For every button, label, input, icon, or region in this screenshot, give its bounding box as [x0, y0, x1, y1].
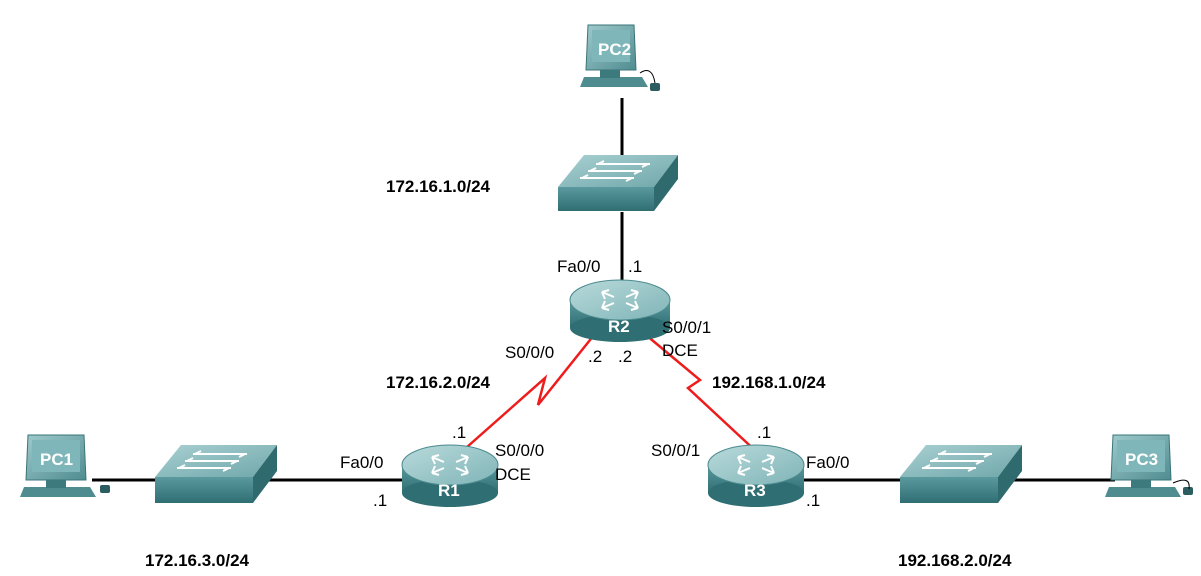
r1-fa0-0-label: Fa0/0: [340, 453, 383, 472]
router-r3[interactable]: R3: [707, 444, 805, 507]
pc1-device[interactable]: PC1: [20, 434, 110, 497]
r3-s-ip: .1: [757, 423, 771, 442]
r1-fa0-0-ip: .1: [373, 491, 387, 510]
serial-link-r1-r2: [457, 329, 599, 456]
r2-label: R2: [608, 317, 630, 336]
switch-r1-lan[interactable]: [155, 445, 277, 503]
r2-fa0-0-ip: .1: [628, 257, 642, 276]
pc3-device[interactable]: PC3: [1105, 434, 1193, 497]
r2-s0-0-0-label: S0/0/0: [505, 343, 554, 362]
r3-s0-0-1-label: S0/0/1: [651, 441, 700, 460]
r2-s0-0-1-dce: DCE: [662, 341, 698, 360]
pc1-label: PC1: [40, 450, 73, 469]
serial-link-r2-r3: [639, 329, 761, 456]
switch-r3-lan[interactable]: [900, 445, 1022, 503]
network-label-wan-r1-r2: 172.16.2.0/24: [386, 373, 491, 392]
pc2-label: PC2: [598, 40, 631, 59]
r3-fa0-0-ip: .1: [806, 491, 820, 510]
network-label-wan-r2-r3: 192.168.1.0/24: [712, 373, 826, 392]
r2-s0-0-0-ip: .2: [588, 347, 602, 366]
r3-fa0-0-label: Fa0/0: [806, 453, 849, 472]
network-label-lan-r2: 172.16.1.0/24: [386, 177, 491, 196]
network-label-lan-r3: 192.168.2.0/24: [898, 551, 1012, 570]
router-r2[interactable]: R2: [569, 279, 671, 342]
r2-s0-0-1-label: S0/0/1: [662, 318, 711, 337]
pc2-device[interactable]: PC2: [580, 24, 660, 91]
network-label-lan-r1: 172.16.3.0/24: [145, 551, 250, 570]
pc3-label: PC3: [1125, 450, 1158, 469]
router-r1[interactable]: R1: [401, 444, 499, 507]
r2-fa0-0-label: Fa0/0: [557, 257, 600, 276]
r1-s0-0-0-label: S0/0/0: [495, 441, 544, 460]
switch-r2-lan[interactable]: [558, 155, 678, 211]
r2-s0-0-1-ip: .2: [618, 347, 632, 366]
r3-label: R3: [744, 481, 766, 500]
r1-label: R1: [438, 481, 460, 500]
r1-s0-0-0-dce: DCE: [495, 465, 531, 484]
r1-s-ip: .1: [452, 423, 466, 442]
